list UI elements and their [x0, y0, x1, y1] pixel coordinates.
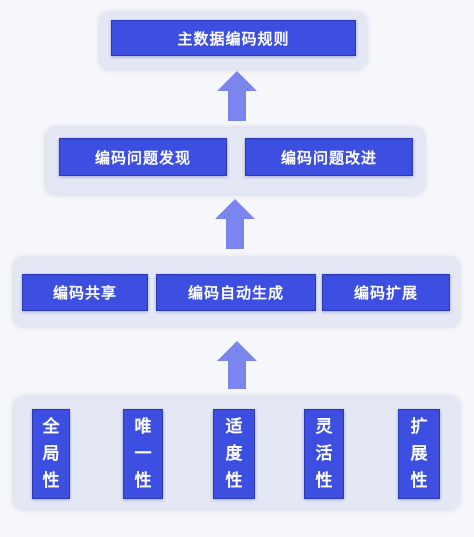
uniqueness-char-1: 唯	[134, 416, 152, 437]
arrow-up-icon	[217, 71, 257, 121]
flexibility-char-2: 活	[315, 443, 333, 464]
extensibility-char-1: 扩	[410, 416, 428, 437]
extensibility-char-2: 展	[410, 443, 428, 464]
globality-box: 全 局 性	[32, 409, 70, 499]
uniqueness-char-2: 一	[134, 443, 152, 464]
flexibility-char-3: 性	[315, 470, 333, 491]
coding-auto-generation-label: 编码自动生成	[187, 284, 284, 302]
arrow-up-icon	[217, 341, 257, 389]
coding-issue-discovery-label: 编码问题发现	[94, 148, 191, 167]
appropriateness-box: 适 度 性	[213, 409, 255, 499]
extensibility-box: 扩 展 性	[398, 409, 440, 499]
globality-char-1: 全	[42, 416, 60, 437]
globality-char-2: 局	[42, 443, 60, 464]
master-data-coding-rules-box: 主数据编码规则	[111, 20, 356, 56]
flexibility-box: 灵 活 性	[304, 409, 344, 499]
coding-issue-improvement-label: 编码问题改进	[280, 148, 377, 167]
coding-auto-generation-box: 编码自动生成	[156, 274, 316, 311]
coding-issue-improvement-box: 编码问题改进	[245, 138, 413, 176]
flexibility-char-1: 灵	[315, 416, 333, 437]
appropriateness-char-1: 适	[225, 416, 243, 437]
coding-extension-label: 编码扩展	[353, 284, 418, 302]
coding-sharing-label: 编码共享	[52, 284, 117, 302]
extensibility-char-3: 性	[410, 470, 428, 491]
globality-char-3: 性	[42, 470, 60, 491]
arrow-up-icon	[215, 199, 255, 249]
coding-extension-box: 编码扩展	[322, 274, 450, 311]
coding-sharing-box: 编码共享	[22, 274, 148, 311]
uniqueness-char-3: 性	[134, 470, 152, 491]
uniqueness-box: 唯 一 性	[123, 409, 163, 499]
appropriateness-char-2: 度	[225, 443, 243, 464]
coding-issue-discovery-box: 编码问题发现	[59, 138, 227, 176]
master-data-coding-rules-label: 主数据编码规则	[177, 29, 290, 48]
appropriateness-char-3: 性	[225, 470, 243, 491]
